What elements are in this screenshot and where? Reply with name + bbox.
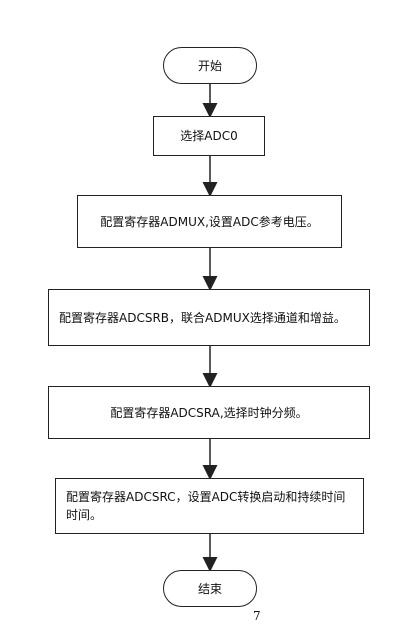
step-config-adcsrc-label: 配置寄存器ADCSRC，设置ADC转换启动和持续时间时间。	[66, 490, 346, 522]
page-number: 7	[253, 609, 261, 623]
step-config-adcsrc: 配置寄存器ADCSRC，设置ADC转换启动和持续时间时间。	[55, 478, 364, 534]
step-config-admux: 配置寄存器ADMUX,设置ADC参考电压。	[77, 195, 342, 248]
step-config-adcsra: 配置寄存器ADCSRA,选择时钟分频。	[48, 386, 370, 439]
step-config-adcsra-label: 配置寄存器ADCSRA,选择时钟分频。	[110, 405, 308, 420]
end-node: 结束	[163, 570, 257, 607]
step-select-adc0-label: 选择ADC0	[180, 129, 238, 143]
step-config-adcsrb-label: 配置寄存器ADCSRB，联合ADMUX选择通道和增益。	[59, 310, 346, 325]
step-config-admux-label: 配置寄存器ADMUX,设置ADC参考电压。	[100, 214, 319, 229]
step-config-adcsrb: 配置寄存器ADCSRB，联合ADMUX选择通道和增益。	[48, 289, 370, 346]
start-label: 开始	[197, 58, 222, 73]
start-node: 开始	[163, 47, 257, 84]
end-label: 结束	[197, 581, 222, 596]
step-select-adc0: 选择ADC0	[153, 116, 265, 156]
